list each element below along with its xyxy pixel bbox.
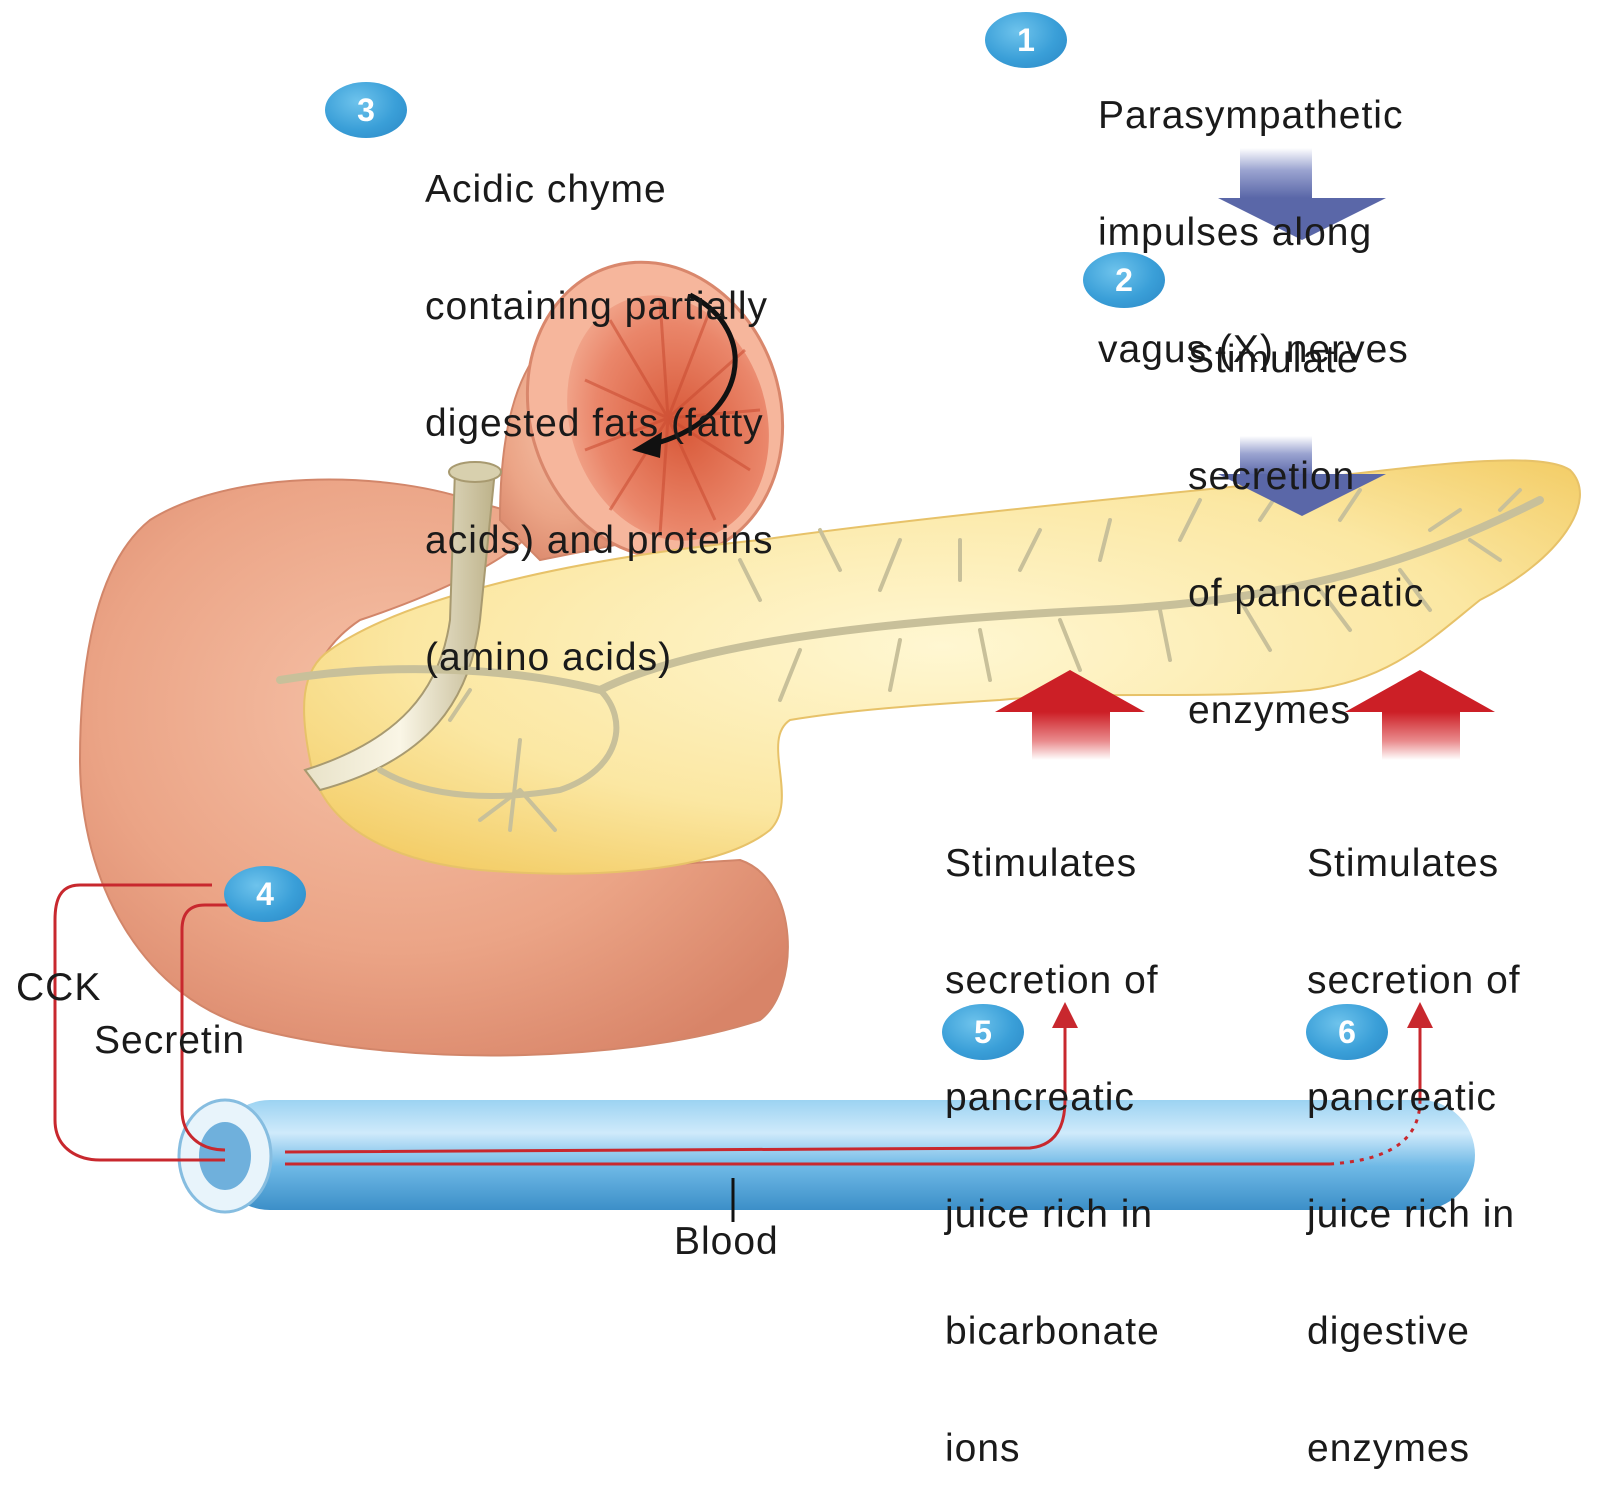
step-1-line: impulses along: [1098, 213, 1409, 252]
secretin-label: Secretin: [94, 1021, 245, 1060]
step-5-line: secretion of: [945, 961, 1160, 1000]
step-5-line: Stimulates: [945, 844, 1160, 883]
step-badge-4: 4: [224, 866, 306, 922]
step-3-line: containing partially: [425, 287, 774, 326]
step-6-line: juice rich in: [1307, 1195, 1521, 1234]
step-2-text: Stimulate secretion of pancreatic enzyme…: [1188, 262, 1424, 769]
blood-vessel: [179, 1100, 1475, 1212]
step-6-line: digestive: [1307, 1312, 1521, 1351]
cck-label: CCK: [16, 968, 101, 1007]
step-6-line: enzymes: [1307, 1429, 1521, 1468]
step-badge-3: 3: [325, 82, 407, 138]
step-3-line: Acidic chyme: [425, 170, 774, 209]
step-3-line: (amino acids): [425, 638, 774, 677]
step-5-line: ions: [945, 1429, 1160, 1468]
step-6-line: Stimulates: [1307, 844, 1521, 883]
step-3-line: acids) and proteins: [425, 521, 774, 560]
step-3-text: Acidic chyme containing partially digest…: [425, 92, 774, 716]
step-2-line: enzymes: [1188, 691, 1424, 730]
step-5-line: pancreatic: [945, 1078, 1160, 1117]
step-2-line: Stimulate: [1188, 340, 1424, 379]
diagram-stage: 1 2 3 4 5 6 Parasympathetic impulses alo…: [0, 0, 1610, 1257]
step-6-line: secretion of: [1307, 961, 1521, 1000]
step-1-line: Parasympathetic: [1098, 96, 1409, 135]
step-5-line: bicarbonate: [945, 1312, 1160, 1351]
step-2-line: secretion: [1188, 457, 1424, 496]
step-2-line: of pancreatic: [1188, 574, 1424, 613]
step-6-line: pancreatic: [1307, 1078, 1521, 1117]
blood-label: Blood: [674, 1222, 779, 1261]
step-3-line: digested fats (fatty: [425, 404, 774, 443]
step-5-text: Stimulates secretion of pancreatic juice…: [945, 766, 1160, 1507]
step-6-text: Stimulates secretion of pancreatic juice…: [1307, 766, 1521, 1507]
step-5-line: juice rich in: [945, 1195, 1160, 1234]
step-badge-1: 1: [985, 12, 1067, 68]
